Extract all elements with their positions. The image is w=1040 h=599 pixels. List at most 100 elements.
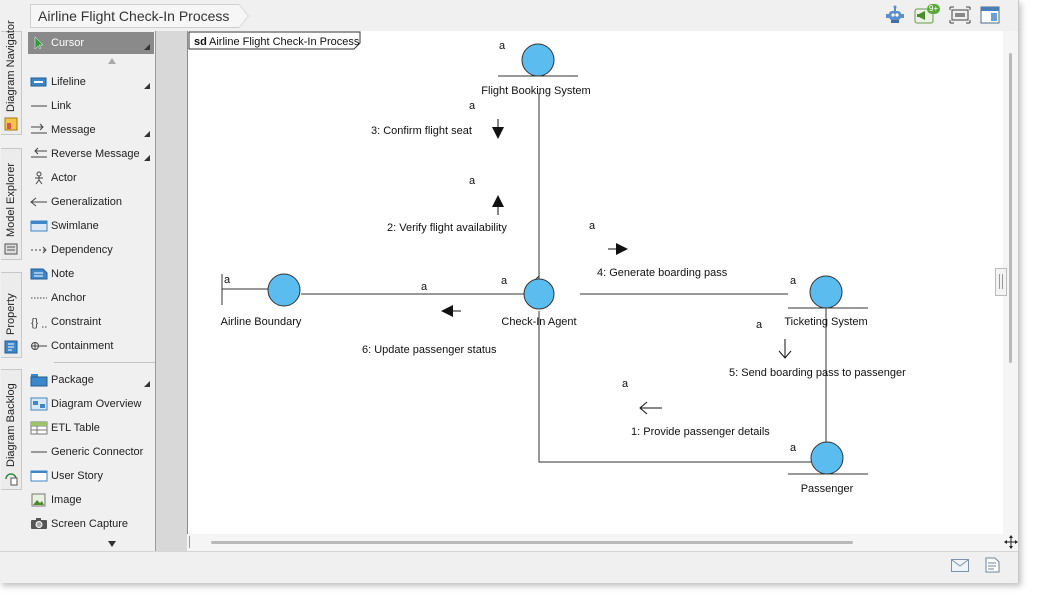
diagram-gutter xyxy=(155,31,187,551)
lifeline-airline-boundary[interactable]: a Airline Boundary a xyxy=(221,273,428,328)
reverse-message-icon xyxy=(31,147,47,158)
tool-anchor[interactable]: Anchor xyxy=(28,287,154,309)
tool-constraint[interactable]: {} Constraint xyxy=(28,311,154,333)
side-panel-tabs: Diagram Navigator Model Explorer Propert… xyxy=(0,20,23,551)
tool-lifeline[interactable]: Lifeline xyxy=(28,71,154,93)
lifeline-tag: a xyxy=(501,275,508,287)
message-tag: a xyxy=(756,319,763,331)
tool-etl-table[interactable]: ETL Table xyxy=(28,417,154,439)
tool-link[interactable]: Link xyxy=(28,95,154,117)
app-window: Airline Flight Check-In Process 9+ xyxy=(0,0,1019,583)
actor-icon xyxy=(35,171,43,185)
message-tag: a xyxy=(622,378,629,390)
tab-label: Model Explorer xyxy=(5,163,17,237)
message-tag: a xyxy=(469,100,476,112)
tool-label: Containment xyxy=(51,340,114,352)
tool-swimlane[interactable]: Swimlane xyxy=(28,215,154,237)
horizontal-scroll-thumb[interactable] xyxy=(211,541,853,544)
tab-property[interactable]: Property xyxy=(1,272,22,358)
frame-header[interactable] xyxy=(188,31,361,50)
tool-note[interactable]: Note xyxy=(28,263,154,285)
tool-user-story[interactable]: User Story xyxy=(28,465,154,487)
swimlane-icon xyxy=(30,220,48,232)
message-5[interactable]: a 5: Send boarding pass to passenger xyxy=(729,319,906,379)
lifeline-flight-booking-system[interactable]: a Flight Booking System xyxy=(481,40,590,97)
diagram-palette: Cursor Lifeline Link Message Reverse Mes… xyxy=(24,31,172,551)
robot-icon[interactable] xyxy=(884,5,906,25)
document-edit-icon[interactable] xyxy=(985,557,1000,573)
title-bar: Airline Flight Check-In Process 9+ xyxy=(0,0,1018,31)
message-arrow-up-icon xyxy=(492,195,504,207)
tool-label: Screen Capture xyxy=(51,518,129,530)
message-2[interactable]: a 2: Verify flight availability xyxy=(387,175,507,234)
tool-package[interactable]: Package xyxy=(28,369,154,391)
tool-label: Link xyxy=(51,100,72,112)
tool-cursor[interactable]: Cursor xyxy=(28,32,154,54)
tool-label: Constraint xyxy=(51,316,102,328)
lifeline-ticketing-system[interactable]: a Ticketing System xyxy=(784,275,868,328)
panel-splitter-handle[interactable] xyxy=(995,268,1007,296)
message-6[interactable]: 6: Update passenger status xyxy=(362,305,497,356)
tool-image[interactable]: Image xyxy=(28,489,154,511)
palette-scroll-up-icon[interactable] xyxy=(108,58,116,64)
message-4[interactable]: a 4: Generate boarding pass xyxy=(589,220,728,279)
message-1[interactable]: a 1: Provide passenger details xyxy=(622,378,770,438)
tool-label: Message xyxy=(51,124,96,136)
notification-badge: 9+ xyxy=(927,4,941,14)
tab-diagram-navigator[interactable]: Diagram Navigator xyxy=(1,20,22,135)
tool-containment[interactable]: Containment xyxy=(28,335,154,357)
fit-to-window-icon[interactable] xyxy=(949,5,971,25)
tool-generalization[interactable]: Generalization xyxy=(28,191,154,213)
message-label: 4: Generate boarding pass xyxy=(597,267,728,279)
message-tag: a xyxy=(469,175,476,187)
tool-actor[interactable]: Actor xyxy=(28,167,154,189)
tool-label: Actor xyxy=(51,172,77,184)
tool-generic-connector[interactable]: Generic Connector xyxy=(28,441,154,463)
dependency-icon xyxy=(31,246,47,254)
lifeline-check-in-agent[interactable]: a Check-In Agent xyxy=(501,275,577,328)
vertical-scrollbar[interactable] xyxy=(995,31,1018,551)
tab-model-explorer[interactable]: Model Explorer xyxy=(1,148,22,260)
message-3[interactable]: a 3: Confirm flight seat xyxy=(371,100,504,139)
submenu-indicator-icon xyxy=(144,381,150,387)
lifeline-icon xyxy=(30,77,47,87)
vertical-scroll-thumb[interactable] xyxy=(1009,53,1012,363)
mail-icon[interactable] xyxy=(951,559,969,572)
message-label: 1: Provide passenger details xyxy=(631,426,770,438)
etl-table-icon xyxy=(30,421,48,435)
lifeline-name: Airline Boundary xyxy=(221,316,302,328)
tool-diagram-overview[interactable]: Diagram Overview xyxy=(28,393,154,415)
tab-diagram-backlog[interactable]: Diagram Backlog xyxy=(1,369,22,490)
communication-diagram[interactable]: sd Airline Flight Check-In Process a Fli… xyxy=(188,31,1003,534)
diagram-tab-title[interactable]: Airline Flight Check-In Process xyxy=(30,4,250,28)
cursor-icon xyxy=(34,36,44,50)
tool-reverse-message[interactable]: Reverse Message xyxy=(28,143,154,165)
links xyxy=(301,93,827,463)
tool-message[interactable]: Message xyxy=(28,119,154,141)
tool-label: Lifeline xyxy=(51,76,86,88)
image-icon xyxy=(31,493,46,507)
tool-screen-capture[interactable]: Screen Capture xyxy=(28,513,154,535)
pan-move-icon[interactable] xyxy=(1004,535,1018,549)
lifeline-circle xyxy=(809,275,843,309)
lifeline-tag: a xyxy=(790,275,797,287)
lifeline-circle xyxy=(523,278,555,310)
submenu-indicator-icon xyxy=(144,44,150,50)
link-agent-passenger[interactable] xyxy=(538,311,811,463)
message-tag: a xyxy=(589,220,596,232)
lifeline-passenger[interactable]: a Passenger xyxy=(788,441,868,495)
tool-label: Image xyxy=(51,494,82,506)
message-arrow-left-icon xyxy=(441,305,453,317)
diagram-canvas[interactable]: sd Airline Flight Check-In Process a Fli… xyxy=(187,31,1003,539)
lifeline-circle xyxy=(267,273,301,307)
notification-button[interactable]: 9+ xyxy=(913,4,941,26)
message-arrow-down-open-icon xyxy=(778,339,792,359)
screen-capture-icon xyxy=(31,518,47,529)
tool-label: Cursor xyxy=(51,37,85,49)
layout-panel-icon[interactable] xyxy=(979,5,1001,25)
anchor-icon xyxy=(31,297,47,299)
link-icon xyxy=(31,105,47,107)
tool-dependency[interactable]: Dependency xyxy=(28,239,154,261)
palette-scroll-down-icon[interactable] xyxy=(108,541,116,547)
horizontal-scrollbar[interactable] xyxy=(187,534,1003,551)
